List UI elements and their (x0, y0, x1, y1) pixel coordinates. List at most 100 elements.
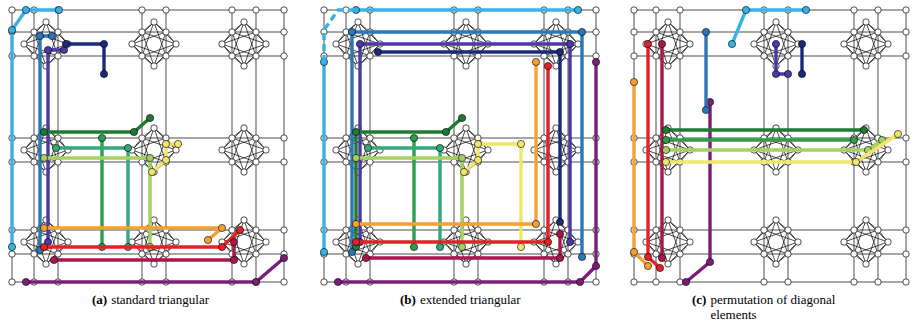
path-vertex (517, 243, 524, 250)
path-vertex (644, 262, 651, 269)
path-vertex (100, 40, 107, 47)
path-vertex (644, 253, 651, 260)
colored-path (56, 148, 128, 247)
path-vertex (662, 158, 669, 165)
path-vertex (36, 32, 43, 39)
path-vertex (532, 58, 539, 65)
colored-paths (8, 6, 287, 285)
path-vertex (148, 168, 155, 175)
path-vertex (334, 278, 341, 285)
grid-lines (12, 10, 284, 282)
colored-path (634, 82, 648, 266)
path-vertex (55, 6, 62, 13)
colored-path (322, 62, 325, 252)
path-vertex (352, 220, 359, 227)
path-vertex (458, 243, 465, 250)
path-vertex (662, 126, 669, 133)
path-vertex (532, 220, 539, 227)
path-vertex (146, 154, 153, 161)
path-vertex (850, 136, 857, 143)
colored-path (152, 144, 178, 172)
colored-path (412, 138, 415, 247)
path-vertex (410, 134, 417, 141)
colored-path (44, 158, 150, 247)
path-vertex (630, 248, 637, 255)
colored-path (338, 62, 596, 282)
grid-panel (630, 6, 909, 285)
path-vertex (566, 40, 573, 47)
path-vertex (22, 278, 29, 285)
colored-path (366, 234, 560, 258)
path-vertex (230, 238, 237, 245)
path-vertex (702, 106, 709, 113)
path-vertex (566, 238, 573, 245)
colored-path (352, 32, 582, 257)
colored-path (666, 138, 854, 141)
path-vertex (728, 40, 735, 47)
path-vertex (702, 28, 709, 35)
path-vertex (8, 26, 15, 33)
panel-tag: (a) (92, 292, 107, 307)
path-vertex (352, 154, 359, 161)
colored-path (776, 44, 788, 74)
path-vertex (852, 158, 859, 165)
colored-path (378, 52, 560, 222)
path-vertex (8, 243, 15, 250)
path-vertex (174, 140, 181, 147)
grid-vertices (321, 7, 599, 285)
path-vertex (784, 70, 791, 77)
path-vertex (630, 78, 637, 85)
panel-caption: (b) extended triangular (400, 292, 521, 307)
path-vertex (772, 70, 779, 77)
path-vertex (458, 154, 465, 161)
colored-path (356, 158, 462, 247)
panel-tag: (c) (692, 292, 706, 307)
path-vertex (544, 62, 551, 69)
path-vertex (798, 70, 805, 77)
colored-path (356, 8, 578, 11)
path-vertex (474, 140, 481, 147)
path-vertex (362, 254, 369, 261)
colored-path (44, 230, 240, 247)
path-vertex (706, 258, 713, 265)
path-vertex (52, 144, 59, 151)
colored-path (464, 144, 521, 247)
colored-path (360, 44, 570, 242)
path-vertex (352, 128, 359, 135)
colored-path (704, 32, 707, 110)
path-vertex (374, 48, 381, 55)
path-vertex (544, 238, 551, 245)
colored-path (666, 128, 864, 131)
path-vertex (22, 6, 29, 13)
path-vertex (474, 156, 481, 163)
path-vertex (682, 278, 689, 285)
grid-lines (634, 10, 906, 282)
path-vertex (124, 144, 131, 151)
path-vertex (592, 262, 599, 269)
path-vertex (40, 224, 47, 231)
path-vertex (218, 224, 225, 231)
path-vertex (62, 40, 69, 47)
panel-tag: (b) (400, 292, 416, 307)
grid-vertices (9, 7, 287, 285)
colored-path (356, 118, 462, 247)
colored-path (48, 50, 64, 242)
grid-lines (324, 10, 596, 282)
panel-title: standard triangular (111, 292, 209, 307)
path-vertex (772, 40, 779, 47)
path-vertex (578, 253, 585, 260)
path-vertex (556, 230, 563, 237)
path-vertex (662, 136, 669, 143)
colored-path (732, 10, 806, 44)
path-vertex (230, 256, 237, 263)
path-vertex (280, 254, 287, 261)
path-vertex (364, 144, 371, 151)
path-vertex (574, 6, 581, 13)
path-vertex (556, 48, 563, 55)
path-vertex (48, 32, 55, 39)
colored-path (666, 140, 882, 150)
path-vertex (146, 114, 153, 121)
panel-title: extended triangular (420, 292, 521, 307)
colored-path (800, 44, 803, 74)
colored-path (26, 258, 284, 282)
